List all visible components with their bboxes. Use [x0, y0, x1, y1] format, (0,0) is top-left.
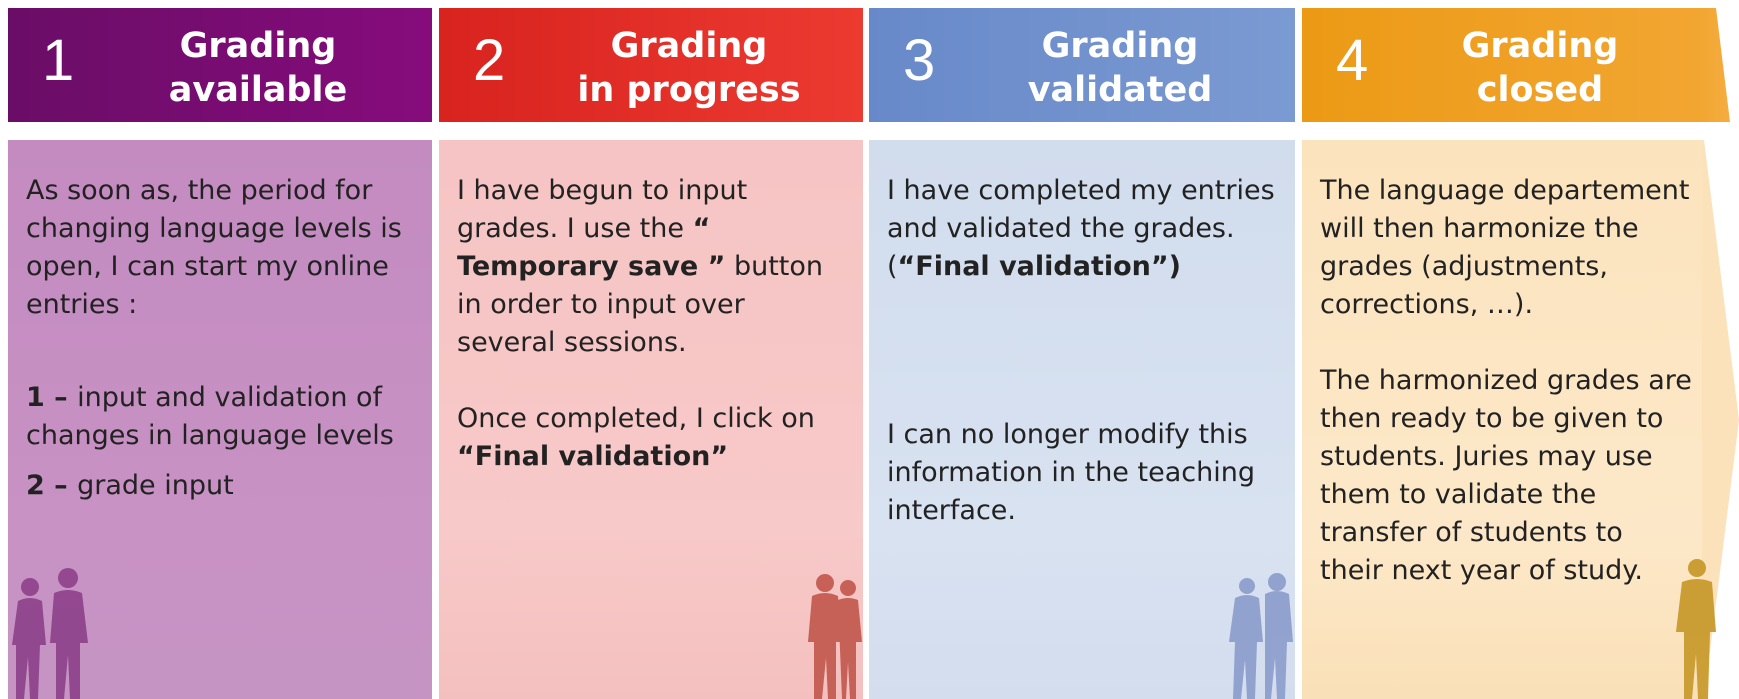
step-1-paragraph: As soon as, the period for changing lang… — [26, 172, 414, 324]
step-3-paragraph: I have completed my entries and validate… — [887, 172, 1277, 286]
step-2-paragraph: I have begun to input grades. I use the … — [457, 172, 845, 362]
person-silhouette-icon — [1676, 559, 1716, 699]
body-text: input and validation of changes in langu… — [26, 382, 394, 451]
body-text: The language departement will then harmo… — [1320, 175, 1690, 320]
step-4-title: Grading closed — [1398, 24, 1682, 112]
step-2-title-line2: in progress — [577, 70, 801, 110]
bold-text: “Final validation”) — [897, 251, 1181, 282]
step-2-number: 2 — [473, 28, 506, 93]
step-3-number: 3 — [903, 28, 936, 93]
people-silhouette-icon — [12, 568, 88, 699]
step-4-header: 4 Grading closed — [1302, 8, 1702, 122]
body-text: button in order to input over several se… — [457, 251, 823, 358]
step-4-paragraph: The language departement will then harmo… — [1320, 172, 1692, 324]
header-arrow-tip — [1700, 8, 1730, 122]
body-text: I have completed my entries and validate… — [887, 175, 1275, 282]
step-1-paragraph: 1 – input and validation of changes in l… — [26, 379, 414, 455]
step-4-number: 4 — [1336, 28, 1369, 93]
bold-text: “ Temporary save ” — [457, 213, 726, 282]
step-2-title-line1: Grading — [610, 26, 768, 66]
body-text: grade input — [77, 470, 234, 501]
step-4-title-line2: closed — [1476, 70, 1604, 110]
body-text: Once completed, I click on — [457, 403, 815, 434]
body-arrow-tip — [1700, 140, 1739, 699]
body-text: I have begun to input grades. I use the — [457, 175, 748, 244]
body-text: As soon as, the period for changing lang… — [26, 175, 402, 320]
step-2-paragraph: Once completed, I click on “Final valida… — [457, 400, 845, 476]
body-text: I can no longer modify this information … — [887, 419, 1255, 526]
step-3-header: 3 Grading validated — [869, 8, 1295, 122]
step-2-body: I have begun to input grades. I use the … — [439, 140, 863, 699]
step-3-title-line2: validated — [1027, 70, 1213, 110]
step-4-body: The language departement will then harmo… — [1302, 140, 1702, 699]
step-1-number: 1 — [42, 28, 75, 93]
step-1-title: Grading available — [104, 24, 412, 112]
step-3-paragraph: I can no longer modify this information … — [887, 416, 1277, 530]
bold-text: 1 – — [26, 382, 78, 413]
step-1-body: As soon as, the period for changing lang… — [8, 140, 432, 699]
step-2-title: Grading in progress — [535, 24, 843, 112]
walking-people-silhouette-icon — [1229, 573, 1293, 699]
step-3-title: Grading validated — [965, 24, 1275, 112]
bold-text: 2 – — [26, 470, 78, 501]
step-1-title-line1: Grading — [179, 26, 337, 66]
step-1-title-line2: available — [168, 70, 348, 110]
step-1-header: 1 Grading available — [8, 8, 432, 122]
step-2-header: 2 Grading in progress — [439, 8, 863, 122]
step-3-title-line1: Grading — [1041, 26, 1199, 66]
step-3-body: I have completed my entries and validate… — [869, 140, 1295, 699]
step-4-paragraph: The harmonized grades are then ready to … — [1320, 362, 1692, 590]
couple-silhouette-icon — [808, 574, 862, 699]
bold-text: “Final validation” — [457, 441, 729, 472]
step-4-title-line1: Grading — [1461, 26, 1619, 66]
body-text: The harmonized grades are then ready to … — [1320, 365, 1692, 586]
step-1-paragraph: 2 – grade input — [26, 467, 414, 505]
